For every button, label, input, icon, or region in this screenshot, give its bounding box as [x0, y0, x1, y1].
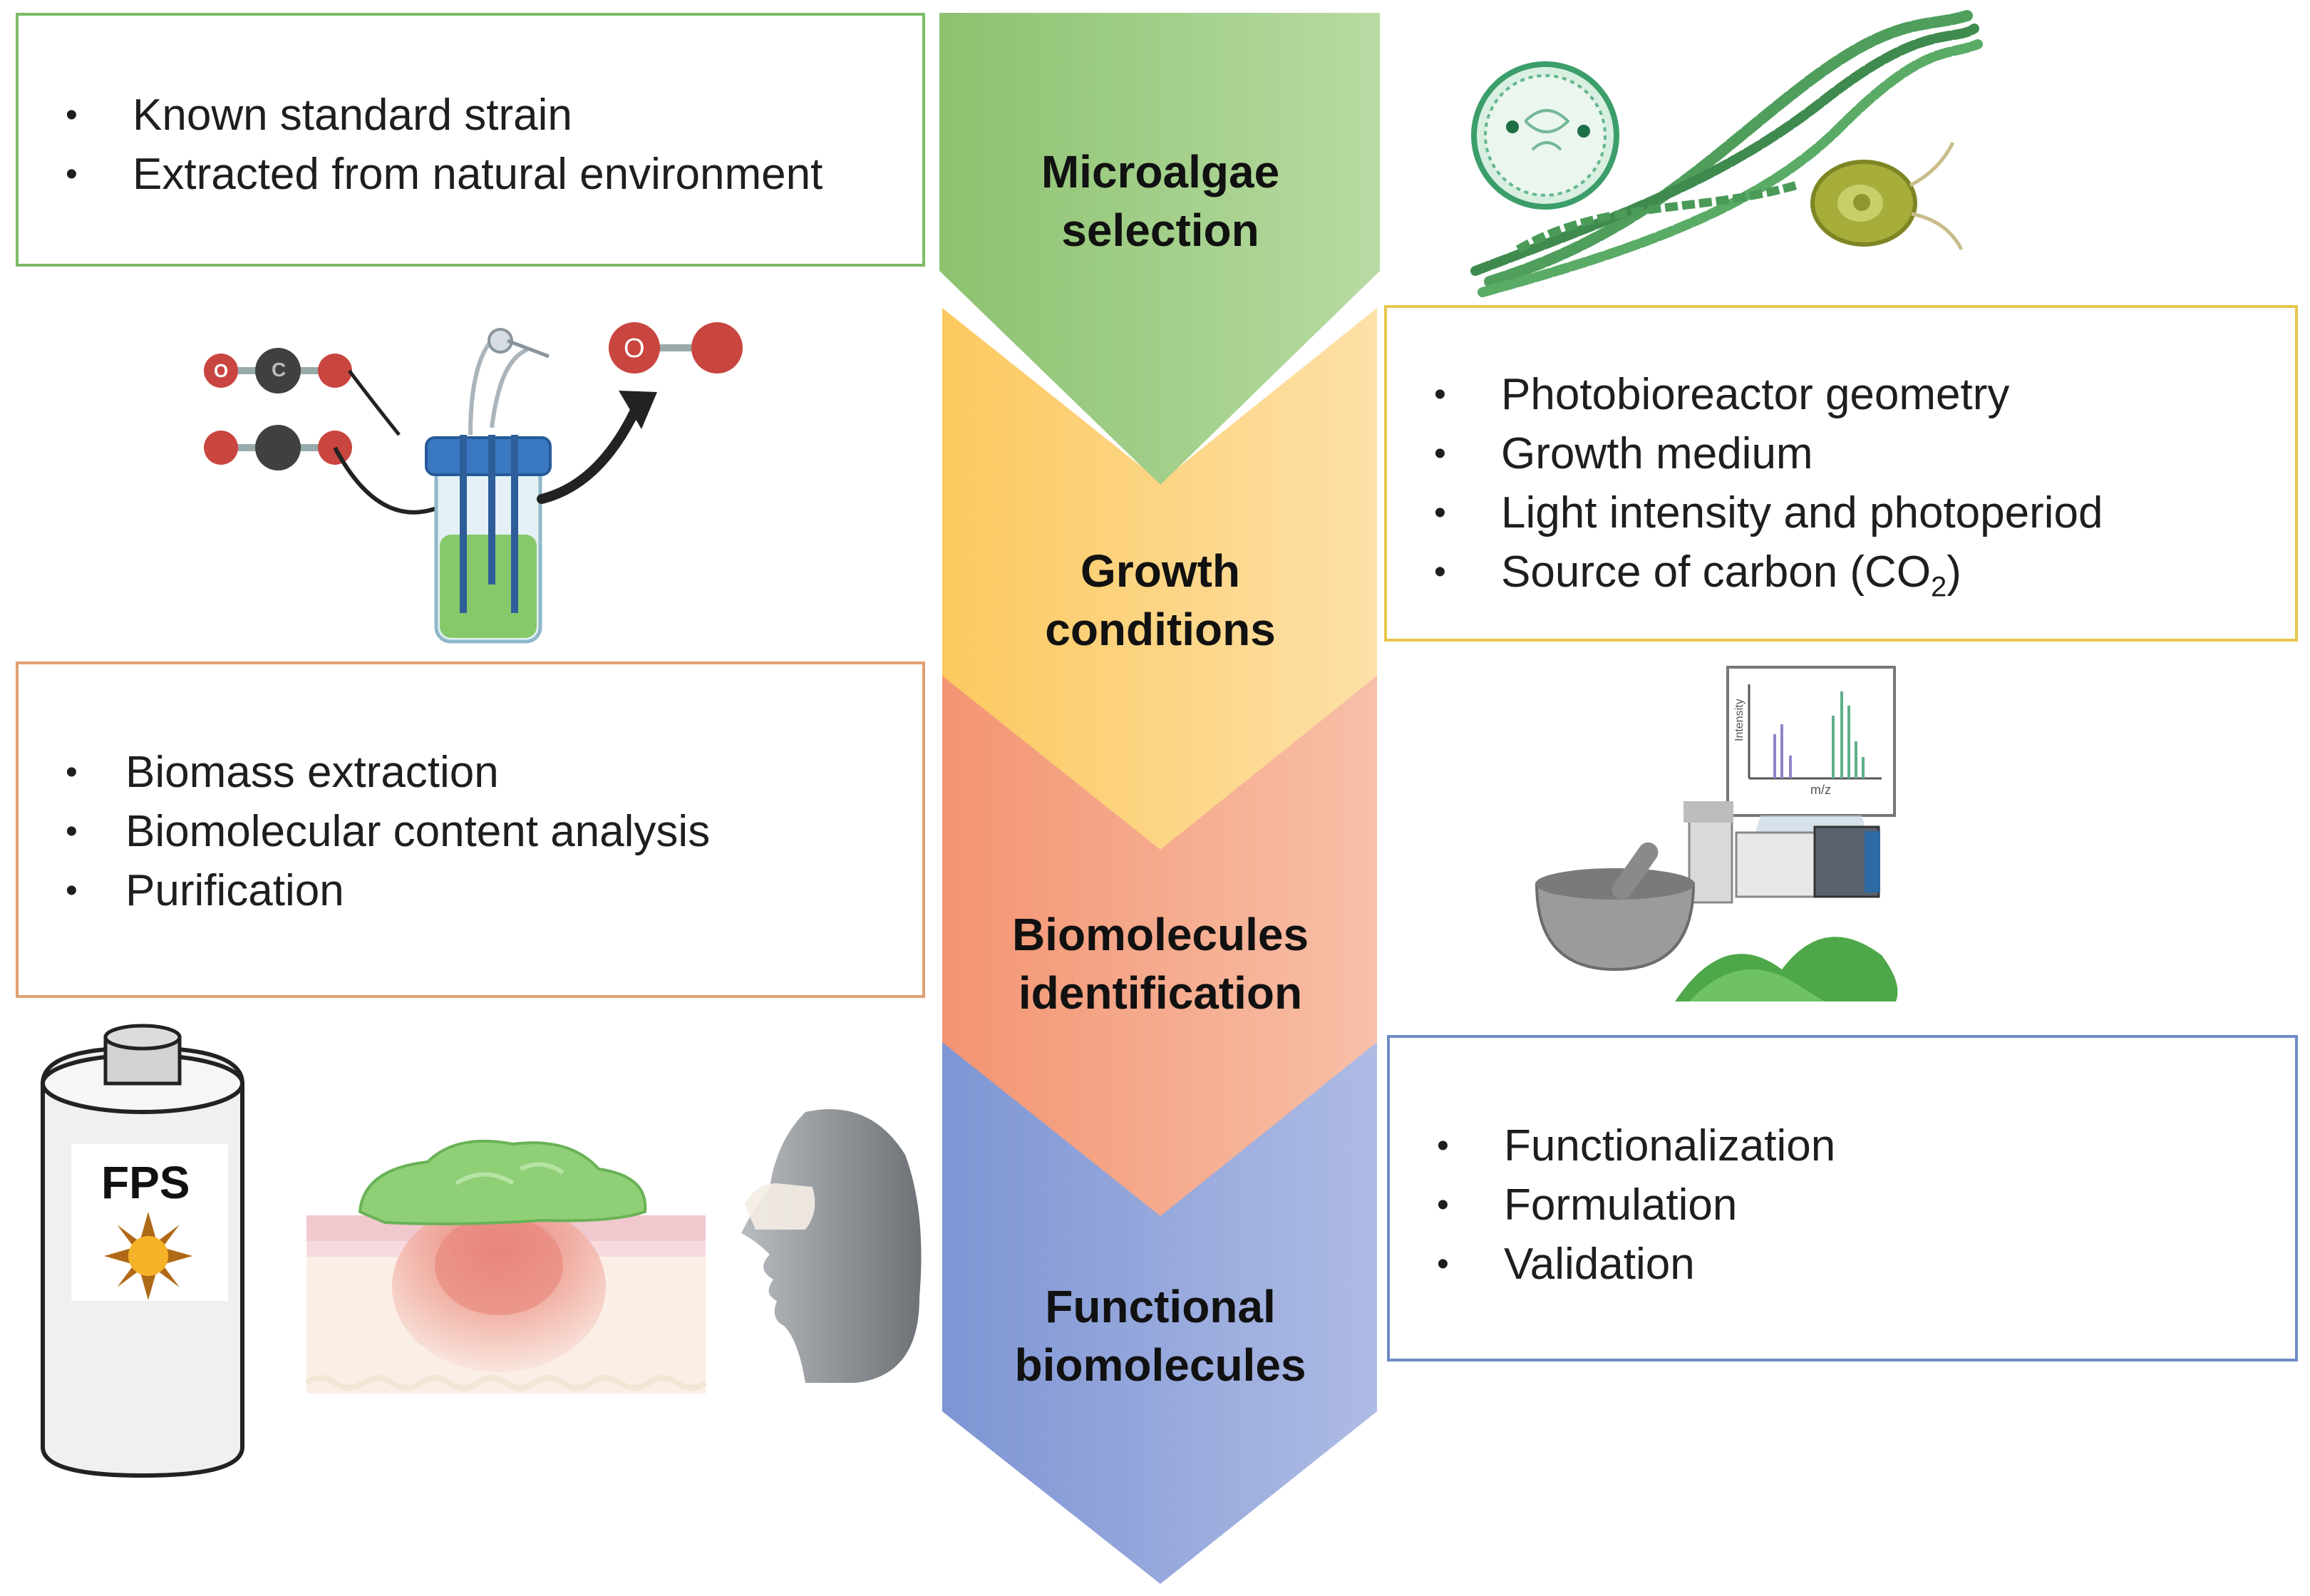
functional-list: Functionalization Formulation Validation [1390, 1116, 2295, 1294]
list-item: Functionalization [1390, 1116, 2295, 1175]
list-item: Light intensity and photoperiod [1387, 483, 2295, 542]
skin-illustration [304, 1139, 708, 1394]
stage-title-line: Biomolecules [1011, 909, 1309, 960]
box-selection: Known standard strain Extracted from nat… [16, 13, 925, 267]
selection-list: Known standard strain Extracted from nat… [19, 86, 922, 204]
box-identification: Biomass extraction Biomolecular content … [16, 661, 925, 998]
stage-label-identification: Biomolecules identification [939, 905, 1381, 1022]
microalgae-illustration [1470, 10, 1983, 297]
stage-title-line: Functional [1045, 1281, 1276, 1332]
photobioreactor-illustration [204, 322, 743, 644]
face-illustration [741, 1109, 922, 1383]
stage-title-line: biomolecules [1014, 1339, 1306, 1391]
stage-label-functional: Functional biomolecules [939, 1277, 1381, 1394]
sunscreen-illustration [41, 1024, 244, 1478]
list-item: Photobioreactor geometry [1387, 365, 2295, 424]
stage-label-growth: Growth conditions [939, 542, 1381, 659]
sunscreen-label: FPS [101, 1157, 190, 1208]
stage-label-selection: Microalgae selection [939, 143, 1381, 259]
list-item: Growth medium [1387, 424, 2295, 483]
list-item: Purification [19, 861, 922, 920]
list-item: Biomolecular content analysis [19, 802, 922, 861]
chevron-growth [942, 308, 1377, 850]
chevron-functional [942, 1039, 1377, 1584]
box-growth: Photobioreactor geometry Growth medium L… [1384, 305, 2298, 642]
stage-title-line: Growth [1081, 545, 1240, 597]
atom-c-label: C [272, 359, 287, 381]
list-item: Extracted from natural environment [19, 145, 922, 204]
box-functional: Functionalization Formulation Validation [1387, 1035, 2298, 1361]
stage-title-line: selection [1061, 205, 1259, 256]
co2-text: Source of carbon (CO [1501, 547, 1932, 597]
growth-list: Photobioreactor geometry Growth medium L… [1387, 365, 2295, 617]
identification-list: Biomass extraction Biomolecular content … [19, 743, 922, 920]
list-item: Biomass extraction [19, 743, 922, 802]
atom-o-label-out: O [624, 334, 645, 364]
chevron-selection [939, 13, 1380, 485]
stage-title-line: Microalgae [1041, 146, 1280, 197]
co2-close: ) [1947, 547, 1961, 597]
co2-subscript: 2 [1931, 571, 1947, 603]
list-item: Formulation [1390, 1175, 2295, 1235]
chevron-identification [942, 671, 1377, 1216]
stage-title-line: identification [1018, 967, 1303, 1019]
analysis-illustration [1535, 666, 1898, 1002]
spectrum-xlabel: m/z [1810, 783, 1831, 797]
atom-o-label: O [214, 360, 229, 381]
list-item: Validation [1390, 1235, 2295, 1294]
stage-title-line: conditions [1045, 604, 1276, 655]
spectrum-ylabel: Intensity [1733, 699, 1746, 741]
list-item: Known standard strain [19, 86, 922, 145]
list-item-co2: Source of carbon (CO2) [1387, 542, 2295, 617]
